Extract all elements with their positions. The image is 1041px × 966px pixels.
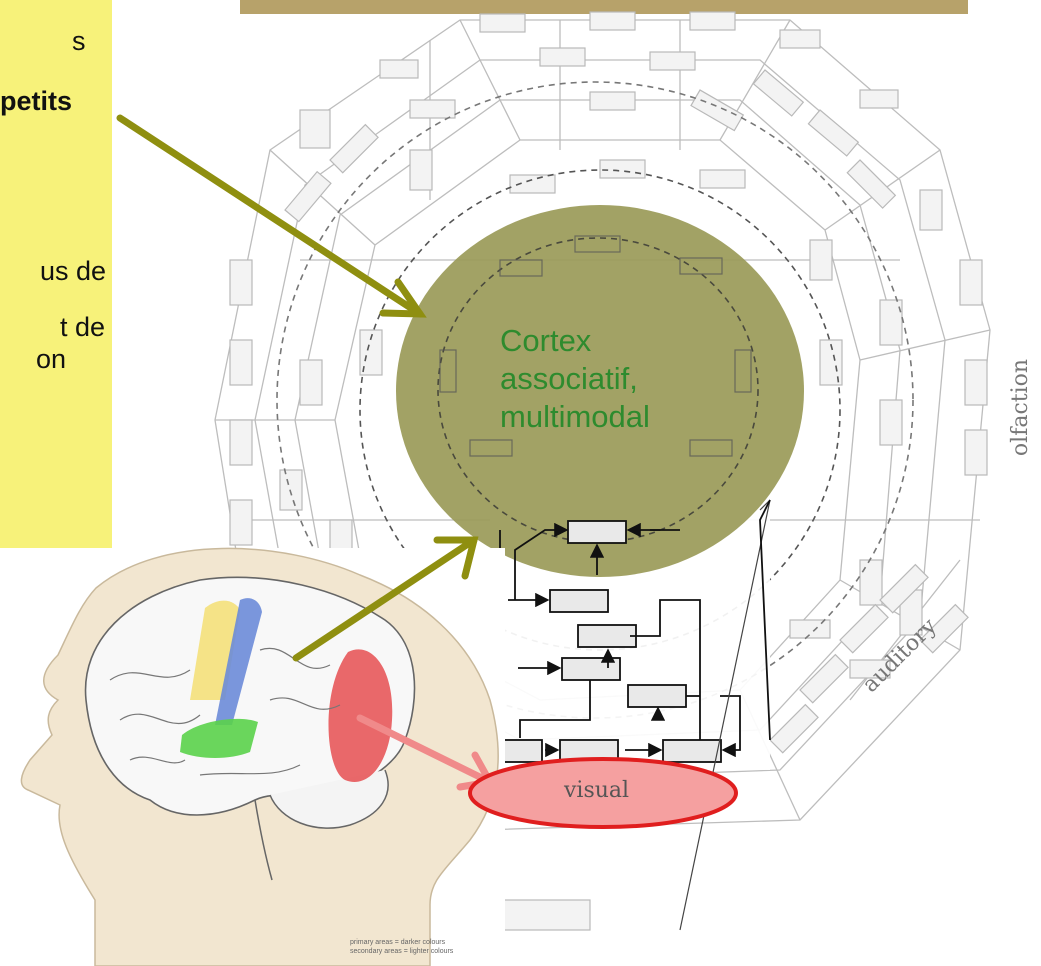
visual-subnetwork [499, 520, 722, 763]
cortex-label-line3: multimodal [500, 399, 650, 434]
olfaction-label: olfaction [1008, 358, 1034, 457]
inner-ring-boxes [439, 235, 752, 457]
text-fragment-5: on [36, 344, 67, 374]
visual-label-ellipse [468, 757, 738, 829]
top-photo-strip [240, 0, 968, 14]
olive-arrows [116, 114, 479, 662]
cerebellum [269, 769, 389, 829]
cortex-label: Cortex associatif, multimodal [500, 322, 650, 436]
somatosensory-area [215, 598, 262, 725]
arrow-brain-to-cortex [292, 536, 478, 662]
cortex-label-line1: Cortex [500, 323, 592, 358]
text-fragment-1: s [72, 26, 86, 56]
text-fragment-3: us de [40, 256, 107, 286]
cortex-circle [396, 205, 804, 577]
brain-legend: primary areas = darker colours secondary… [350, 938, 453, 956]
text-fragment-2: petits [0, 86, 73, 116]
brain-legend-line1: primary areas = darker colours [350, 939, 446, 946]
text-fragment-4: t de [60, 312, 106, 342]
auditory-area [180, 718, 258, 758]
visual-label: visual [564, 778, 630, 803]
arrow-top-to-cortex [116, 114, 424, 318]
outer-boxes [229, 11, 988, 931]
cortex-label-line2: associatif, [500, 361, 638, 396]
brain-legend-line2: secondary areas = lighter colours [350, 948, 454, 955]
brainstem [254, 799, 273, 881]
